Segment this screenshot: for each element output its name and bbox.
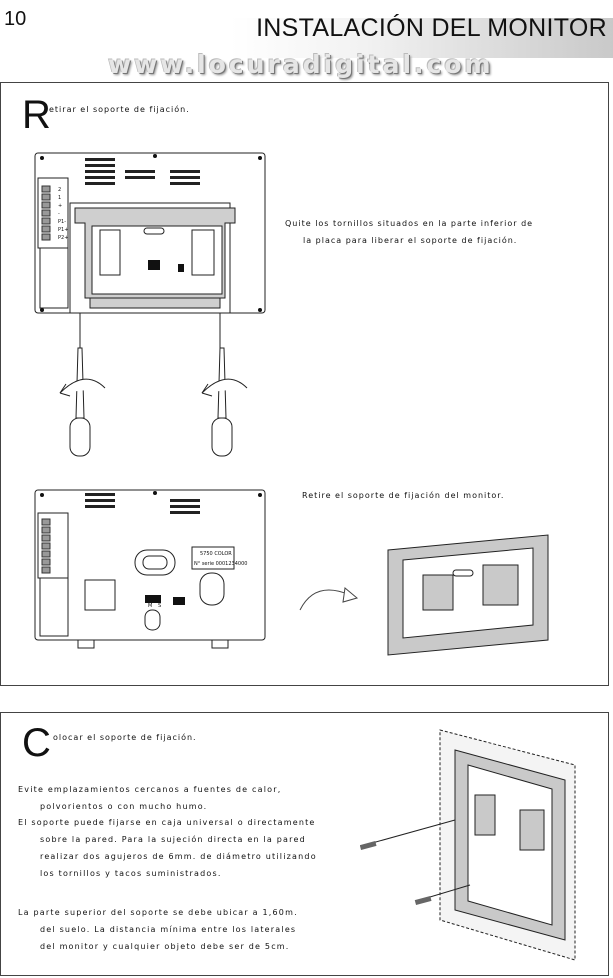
- para3-line2: del suelo. La distancia mínima entre los…: [40, 925, 297, 934]
- para3-line1: La parte superior del soporte se debe ub…: [18, 908, 298, 917]
- section1-heading: etirar el soporte de fijación.: [49, 105, 190, 114]
- svg-text:+: +: [58, 203, 62, 209]
- page-number: 10: [4, 8, 27, 30]
- section-place-bracket: [0, 712, 609, 976]
- section1-initial: R: [22, 93, 51, 137]
- para1-line1: Evite emplazamientos cercanos a fuentes …: [18, 785, 282, 794]
- section2-heading: olocar el soporte de fijación.: [53, 733, 197, 742]
- step1-text-line1: Quite los tornillos situados en la parte…: [285, 219, 534, 228]
- svg-text:P2+: P2+: [58, 235, 68, 241]
- section-remove-bracket: [0, 82, 609, 686]
- section2-initial: C: [22, 721, 51, 765]
- bracket-illustration: [387, 534, 549, 656]
- svg-text:-: -: [58, 211, 60, 217]
- page-title: INSTALACIÓN DEL MONITOR: [256, 14, 607, 42]
- para2-line1: El soporte puede fijarse en caja univers…: [18, 818, 316, 827]
- header-bar: [230, 18, 613, 58]
- model-line1: 5750 COLOR: [200, 551, 232, 557]
- svg-text:P1-: P1-: [58, 219, 66, 225]
- switch-s-label: S: [158, 603, 161, 609]
- step2-text: Retire el soporte de fijación del monito…: [302, 491, 505, 500]
- para1-line2: polvorientos o con mucho humo.: [40, 802, 208, 811]
- para2-line3: realizar dos agujeros de 6mm. de diámetr…: [40, 852, 317, 861]
- watermark: www.locuradigital.com: [108, 50, 494, 79]
- step1-text-line2: la placa para liberar el soporte de fija…: [303, 236, 518, 245]
- svg-text:2: 2: [58, 187, 61, 193]
- switch-m-label: M: [148, 603, 152, 609]
- monitor-back-illustration-1: 2 1 + - P1- P1+ P2+: [34, 152, 266, 457]
- svg-text:P1+: P1+: [58, 227, 68, 233]
- svg-text:1: 1: [58, 195, 61, 201]
- wall-bracket-illustration: [360, 729, 576, 961]
- model-line2: N° serie 0001234000: [194, 561, 247, 567]
- monitor-back-illustration-2: 5750 COLOR N° serie 0001234000 M S: [34, 489, 266, 649]
- para2-line4: los tornillos y tacos suministrados.: [40, 869, 222, 878]
- para2-line2: sobre la pared. Para la sujeción directa…: [40, 835, 306, 844]
- para3-line3: del monitor y cualquier objeto debe ser …: [40, 942, 290, 951]
- arrow-illustration: [299, 587, 359, 611]
